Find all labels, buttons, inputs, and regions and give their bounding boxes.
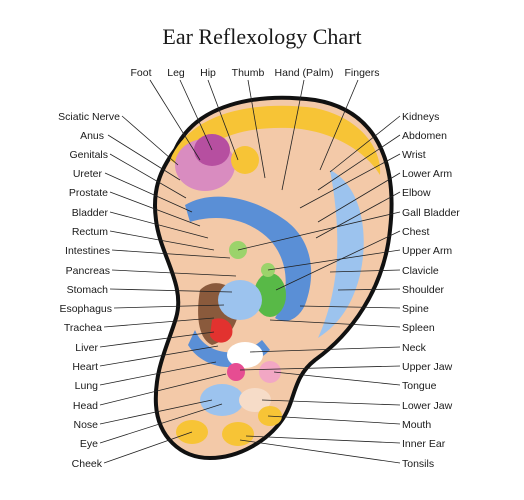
label-pancreas: Pancreas: [66, 265, 110, 277]
label-trachea: Trachea: [64, 322, 102, 334]
label-chest: Chest: [402, 226, 430, 238]
label-intestines: Intestines: [65, 245, 110, 257]
label-prostate: Prostate: [69, 187, 108, 199]
left-labels: Sciatic Nerve Anus Genitals Ureter Prost…: [58, 111, 120, 470]
helix-region: [170, 105, 381, 175]
label-spine: Spine: [402, 303, 429, 315]
chest-region: [254, 273, 286, 317]
label-heart: Heart: [72, 361, 98, 373]
label-nose: Nose: [73, 419, 98, 431]
label-gall-bladder: Gall Bladder: [402, 207, 460, 219]
label-ureter: Ureter: [73, 168, 103, 180]
label-abdomen: Abdomen: [402, 130, 447, 142]
lower-jaw-region: [239, 388, 271, 412]
eye-region: [200, 384, 244, 416]
neck-region: [227, 342, 263, 368]
right-labels: Kidneys Abdomen Wrist Lower Arm Elbow Ga…: [402, 111, 460, 470]
label-eye: Eye: [80, 438, 98, 450]
chart-title: Ear Reflexology Chart: [162, 24, 361, 49]
label-elbow: Elbow: [402, 187, 431, 199]
label-spleen: Spleen: [402, 322, 435, 334]
label-mouth: Mouth: [402, 419, 431, 431]
label-upper-jaw: Upper Jaw: [402, 361, 453, 373]
label-tonsils: Tonsils: [402, 458, 434, 470]
label-clavicle: Clavicle: [402, 265, 439, 277]
tongue-region: [259, 361, 281, 383]
heart-region: [210, 318, 233, 343]
antihelix-region: [185, 196, 312, 322]
label-wrist: Wrist: [402, 149, 426, 161]
upper-jaw-region: [227, 363, 245, 381]
label-kidneys: Kidneys: [402, 111, 439, 123]
hip-region: [231, 146, 259, 174]
label-stomach: Stomach: [67, 284, 109, 296]
label-hip: Hip: [200, 67, 216, 79]
label-sciatic-nerve: Sciatic Nerve: [58, 111, 120, 123]
label-lower-jaw: Lower Jaw: [402, 400, 453, 412]
label-thumb: Thumb: [232, 67, 265, 79]
label-genitals: Genitals: [69, 149, 108, 161]
label-lung: Lung: [75, 380, 99, 392]
label-tongue: Tongue: [402, 380, 437, 392]
ear-illustration: [153, 95, 394, 461]
label-hand-palm: Hand (Palm): [275, 67, 334, 79]
label-upper-arm: Upper Arm: [402, 245, 452, 257]
inner-ear-region: [222, 422, 254, 446]
label-anus: Anus: [80, 130, 104, 142]
label-cheek: Cheek: [72, 458, 103, 470]
label-shoulder: Shoulder: [402, 284, 445, 296]
spine-region: [318, 170, 364, 338]
top-labels: Foot Leg Hip Thumb Hand (Palm) Fingers: [130, 67, 379, 79]
label-foot: Foot: [130, 67, 151, 79]
label-esophagus: Esophagus: [59, 303, 112, 315]
label-leg: Leg: [167, 67, 185, 79]
leader-lines: [99, 79, 401, 464]
label-liver: Liver: [75, 342, 98, 354]
label-lower-arm: Lower Arm: [402, 168, 452, 180]
label-neck: Neck: [402, 342, 427, 354]
stomach-region: [218, 280, 262, 320]
label-bladder: Bladder: [72, 207, 109, 219]
label-head: Head: [73, 400, 98, 412]
label-inner-ear: Inner Ear: [402, 438, 446, 450]
label-rectum: Rectum: [72, 226, 108, 238]
label-fingers: Fingers: [344, 67, 379, 79]
